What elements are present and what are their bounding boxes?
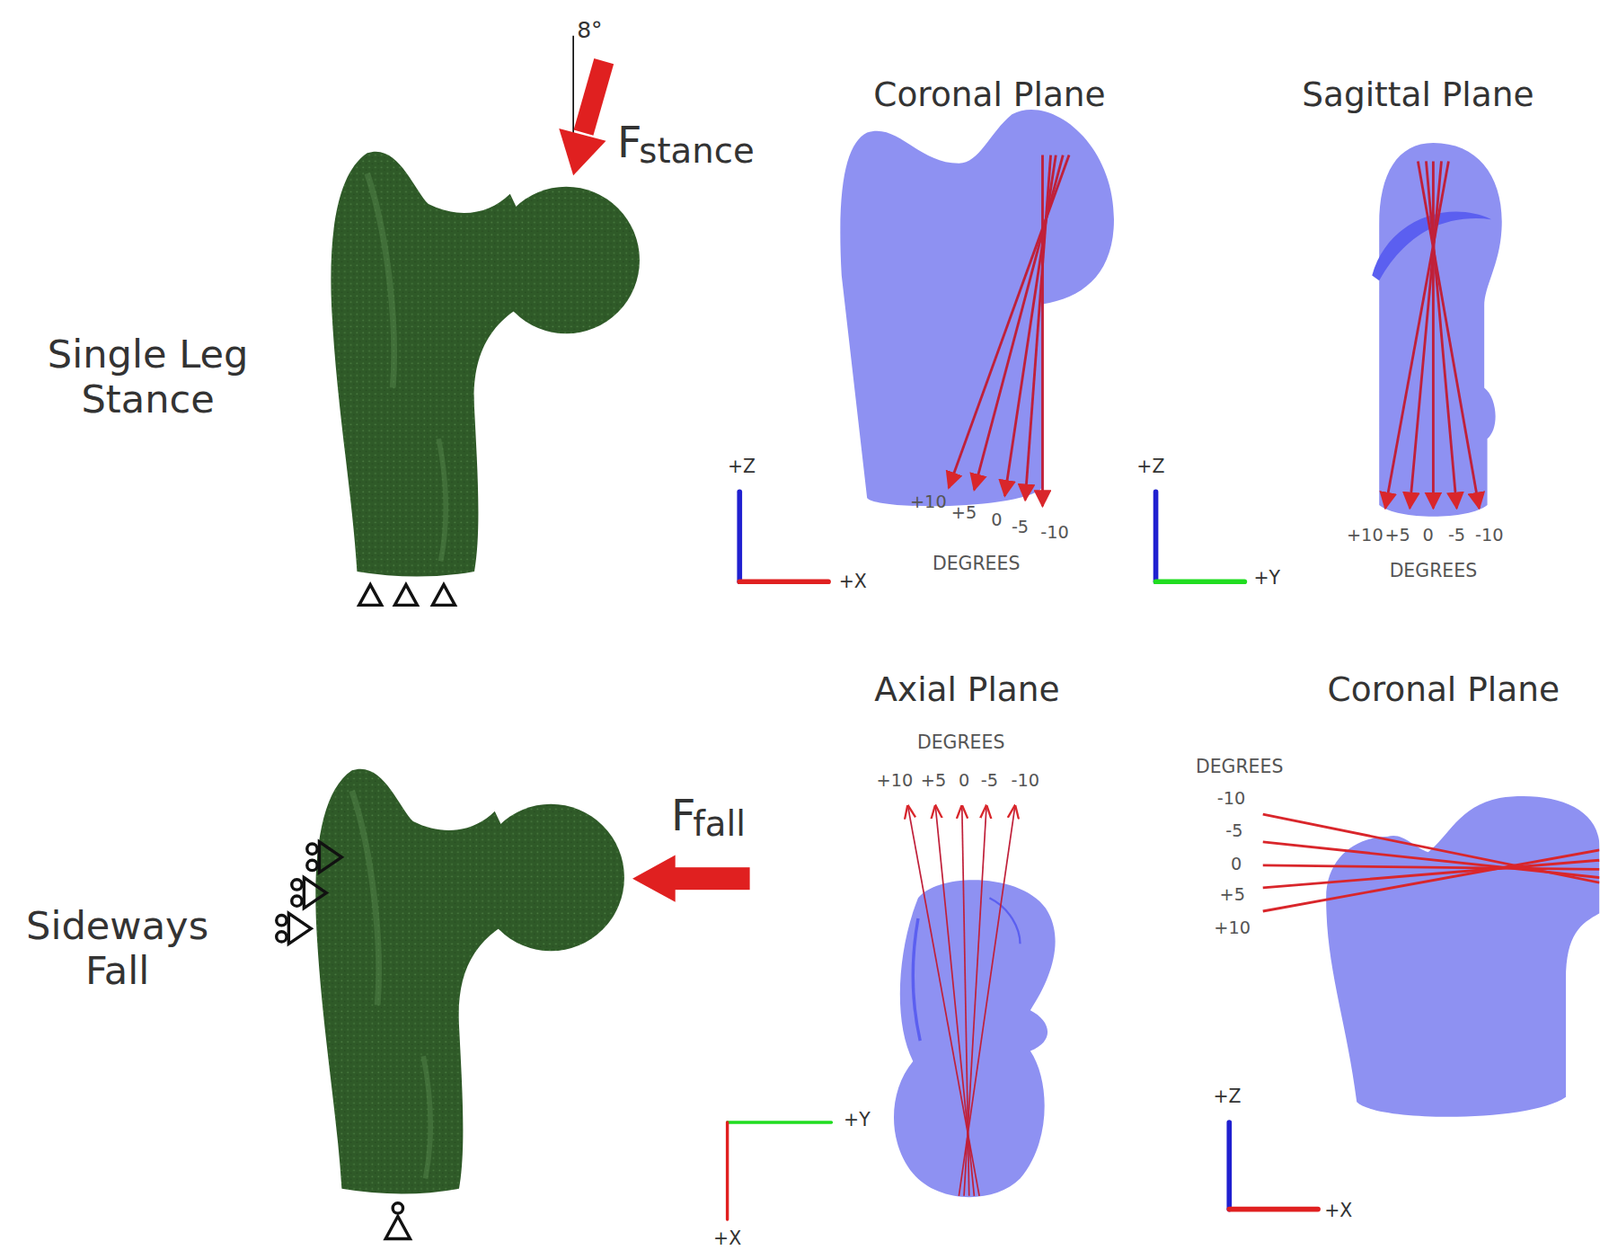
label: 8°	[576, 17, 602, 45]
label: +Z	[1136, 456, 1165, 478]
label: +X	[1324, 1200, 1353, 1221]
fall-force-arrow	[632, 855, 751, 902]
label: 0	[990, 510, 1002, 531]
coronal-fall-load-lines	[1263, 813, 1600, 911]
axial-load-lines	[908, 805, 1016, 1196]
label: +10	[910, 492, 947, 513]
label: +10	[1346, 525, 1384, 546]
label: +10	[1213, 918, 1251, 938]
label: +Y	[843, 1109, 871, 1131]
label: Sideways Fall	[9, 903, 224, 993]
stance-force-arrow	[558, 61, 606, 176]
label: fall	[692, 804, 746, 844]
femur-stance	[330, 151, 640, 577]
coronal-bone	[839, 109, 1114, 506]
label: DEGREES	[1389, 560, 1478, 582]
axis-triads	[727, 491, 1318, 1220]
label: F	[617, 118, 642, 168]
label: DEGREES	[1195, 756, 1284, 778]
fixed-supports	[359, 584, 456, 606]
femur-fall	[315, 769, 625, 1194]
label: DEGREES	[917, 732, 1006, 753]
label: -5	[1225, 821, 1243, 841]
label: -10	[1475, 525, 1504, 546]
label: +5	[1384, 525, 1410, 546]
label: Coronal Plane	[1327, 670, 1560, 709]
label: stance	[638, 131, 754, 171]
label: 0	[1230, 854, 1242, 875]
label: -5	[1011, 517, 1029, 538]
label: -10	[1217, 788, 1247, 809]
sagittal-load-lines	[1385, 160, 1479, 508]
coronal-load-lines	[948, 155, 1070, 507]
label: Coronal Plane	[873, 75, 1105, 115]
label: F	[671, 791, 696, 841]
label: -10	[1040, 522, 1070, 543]
label: Axial Plane	[874, 670, 1060, 709]
coronal-bone-fall	[1325, 795, 1600, 1117]
label: +Y	[1253, 567, 1281, 589]
label: 0	[1423, 525, 1434, 546]
label: -5	[981, 770, 999, 791]
sagittal-bone	[1371, 142, 1502, 517]
label: Sagittal Plane	[1301, 75, 1534, 115]
label: +5	[920, 770, 946, 791]
label: +Z	[727, 456, 756, 478]
label: +10	[875, 770, 913, 791]
axial-bone	[893, 879, 1056, 1197]
label: +X	[713, 1228, 742, 1249]
label: -5	[1448, 525, 1466, 546]
label: +Z	[1212, 1086, 1241, 1107]
label: Single Leg Stance	[27, 333, 268, 423]
label: 0	[958, 770, 970, 791]
label: +X	[839, 570, 867, 592]
label: +5	[951, 503, 977, 523]
label: +5	[1219, 884, 1245, 905]
label: DEGREES	[932, 553, 1021, 575]
label: -10	[1010, 770, 1040, 791]
roller-supports	[276, 841, 411, 1239]
